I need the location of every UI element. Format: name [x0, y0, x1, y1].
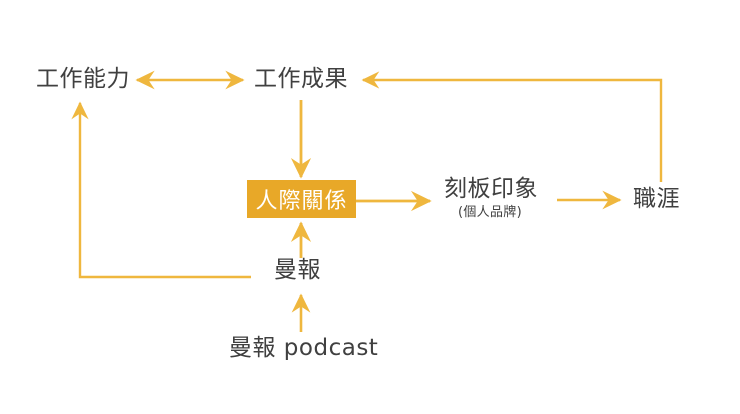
node-career: 職涯	[633, 186, 680, 212]
node-manbao: 曼報	[274, 257, 321, 283]
edge-career-results	[361, 71, 663, 182]
node-relationships[interactable]: 人際關係	[247, 180, 356, 218]
edge-manbao-ability	[71, 101, 251, 279]
node-stereotype: 刻板印象	[444, 176, 538, 202]
node-manbao-podcast: 曼報 podcast	[229, 335, 379, 361]
node-work-ability: 工作能力	[36, 66, 130, 92]
node-stereotype-sublabel: (個人品牌)	[458, 205, 522, 220]
node-work-results: 工作成果	[254, 66, 348, 92]
